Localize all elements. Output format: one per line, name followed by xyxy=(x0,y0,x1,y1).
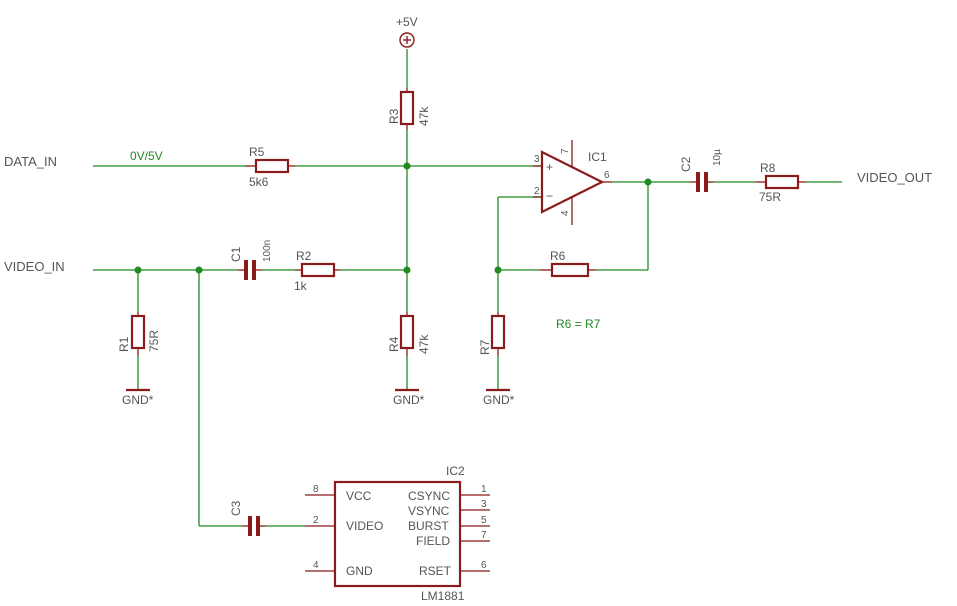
r4-value: 47k xyxy=(417,334,431,354)
supply-symbol: +5V xyxy=(396,15,418,48)
ic2-pin-num: 7 xyxy=(481,530,487,541)
ground-symbol-r4: GND* xyxy=(393,388,425,407)
ic2-pin-label: BURST xyxy=(408,519,449,533)
capacitor-c3: C3 xyxy=(229,500,266,536)
junction-dot xyxy=(644,178,652,186)
ground-symbol-r7: GND* xyxy=(483,388,515,407)
gnd-label: GND* xyxy=(122,393,154,407)
c1-name: C1 xyxy=(229,246,243,262)
ic2-pin-label: VCC xyxy=(346,489,372,503)
ic2-pin-num: 4 xyxy=(313,560,319,571)
ic1-name: IC1 xyxy=(588,150,607,164)
ic2-pin-num: 6 xyxy=(481,560,487,571)
r6-r7-note: R6 = R7 xyxy=(556,317,601,331)
r1-name: R1 xyxy=(117,336,131,352)
resistor-r3: R3 47k xyxy=(387,88,431,130)
ic1-pin-2: 2 xyxy=(534,186,540,197)
wires xyxy=(93,49,842,527)
junction-dot xyxy=(195,266,203,274)
resistor-r5: R5 5k6 xyxy=(245,145,295,189)
r3-value: 47k xyxy=(417,106,431,126)
ground-symbol-r1: GND* xyxy=(122,388,154,407)
r8-name: R8 xyxy=(760,161,776,175)
ic2-lm1881: IC2 LM1881 8 VCC 2 VIDEO 4 GND 1 CSYNC 3… xyxy=(305,464,490,603)
capacitor-c2: C2 10µ xyxy=(679,149,723,192)
r6-name: R6 xyxy=(550,249,566,263)
supply-label: +5V xyxy=(396,15,418,29)
c2-value: 10µ xyxy=(712,149,723,166)
junction-dot xyxy=(403,266,411,274)
ic2-pin-label: VSYNC xyxy=(408,504,450,518)
resistor-r8: R8 75R xyxy=(756,161,806,204)
c1-value: 100n xyxy=(262,240,273,262)
net-label-video-out: VIDEO_OUT xyxy=(857,170,932,185)
ic2-pin-label: CSYNC xyxy=(408,489,450,503)
c3-name: C3 xyxy=(229,500,243,516)
capacitor-c1: C1 100n xyxy=(229,240,273,280)
gnd-label: GND* xyxy=(393,393,425,407)
r2-value: 1k xyxy=(294,279,308,293)
ic1-pin-6: 6 xyxy=(604,170,610,181)
resistor-r7: R7 xyxy=(478,312,506,356)
ic2-pin-num: 5 xyxy=(481,515,487,526)
resistor-r2: R2 1k xyxy=(294,249,340,293)
op-amp-ic1: + − 3 2 6 7 4 IC1 xyxy=(533,140,612,225)
ic2-name: IC2 xyxy=(446,464,465,478)
junctions xyxy=(134,162,652,274)
junction-dot xyxy=(403,162,411,170)
resistor-r6: R6 xyxy=(540,249,596,278)
c2-name: C2 xyxy=(679,156,693,172)
op-amp-minus-sign: − xyxy=(546,189,553,203)
ic2-pin-num: 2 xyxy=(313,515,319,526)
ic2-pin-label: FIELD xyxy=(416,534,450,548)
resistor-r1: R1 75R xyxy=(117,312,161,356)
ic2-pin-label: RSET xyxy=(419,564,452,578)
ic2-pin-num: 8 xyxy=(313,484,319,495)
r5-name: R5 xyxy=(249,145,265,159)
ic1-pin-7: 7 xyxy=(560,148,571,154)
r2-name: R2 xyxy=(296,249,312,263)
r4-name: R4 xyxy=(387,336,401,352)
op-amp-plus-sign: + xyxy=(546,160,553,174)
r5-value: 5k6 xyxy=(249,175,269,189)
ic2-pin-label: GND xyxy=(346,564,373,578)
r7-name: R7 xyxy=(478,339,492,355)
resistor-r4: R4 47k xyxy=(387,312,431,356)
ic1-pin-4: 4 xyxy=(560,210,571,216)
r8-value: 75R xyxy=(759,190,781,204)
data-in-level-label: 0V/5V xyxy=(130,149,163,163)
junction-dot xyxy=(494,266,502,274)
net-label-video-in: VIDEO_IN xyxy=(4,259,65,274)
ic2-part: LM1881 xyxy=(421,589,465,603)
r1-value: 75R xyxy=(147,330,161,352)
ic1-pin-3: 3 xyxy=(534,154,540,165)
ic2-pin-label: VIDEO xyxy=(346,519,383,533)
junction-dot xyxy=(134,266,142,274)
r3-name: R3 xyxy=(387,108,401,124)
net-label-data-in: DATA_IN xyxy=(4,154,57,169)
ic2-pin-num: 3 xyxy=(481,499,487,510)
ic2-pin-num: 1 xyxy=(481,484,487,495)
gnd-label: GND* xyxy=(483,393,515,407)
